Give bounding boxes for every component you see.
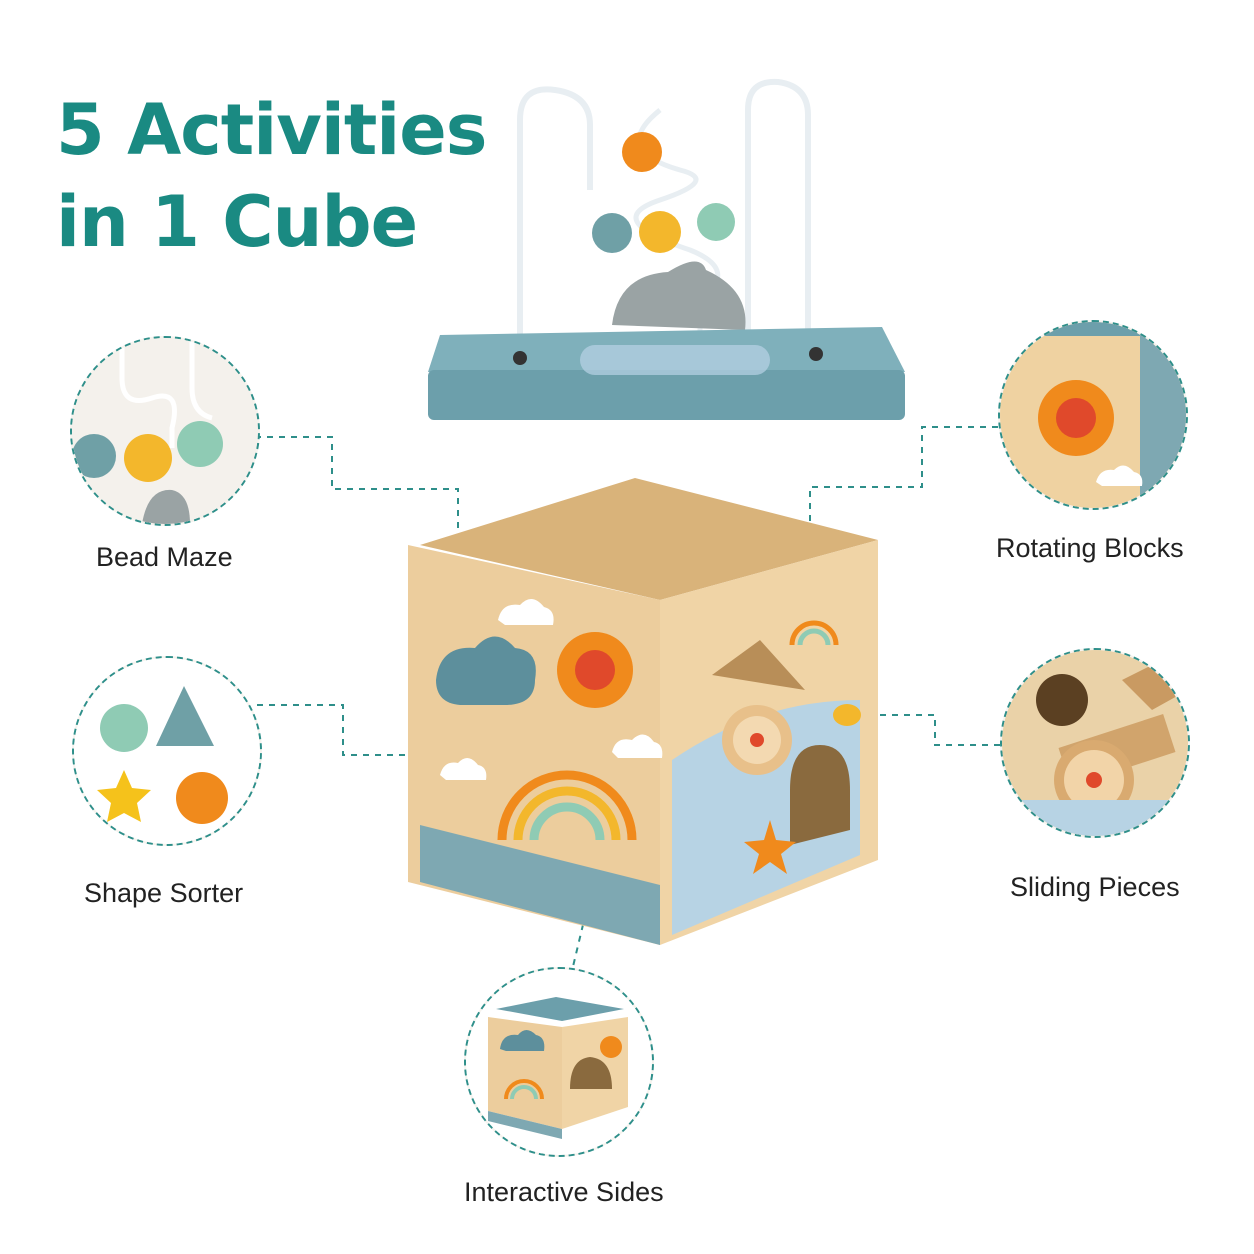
yellow-bead bbox=[639, 211, 681, 253]
teal-bead bbox=[592, 213, 632, 253]
sliding-pieces-closeup bbox=[1002, 650, 1188, 836]
starfish bbox=[744, 820, 796, 874]
orange-bead bbox=[622, 132, 662, 172]
rainbow-slider bbox=[497, 770, 637, 841]
headline: 5 Activities in 1 Cube bbox=[56, 84, 487, 268]
headline-line-1: 5 Activities bbox=[56, 89, 487, 171]
shape-sorter-closeup bbox=[74, 658, 260, 844]
sliding-pieces-label: Sliding Pieces bbox=[1010, 872, 1180, 902]
interactive-sides-closeup bbox=[466, 969, 652, 1155]
rotating-blocks-label: Rotating Blocks bbox=[996, 533, 1184, 563]
bead-maze-label: Bead Maze bbox=[96, 542, 233, 572]
shape-sorter-callout bbox=[72, 656, 262, 846]
shape-sorter-label: Shape Sorter bbox=[84, 878, 244, 908]
bead-maze-closeup bbox=[72, 338, 258, 524]
interactive-sides-callout bbox=[464, 967, 654, 1157]
connector-lines bbox=[255, 426, 1000, 1001]
headline-line-2: in 1 Cube bbox=[56, 181, 418, 263]
bead-maze-lid bbox=[428, 78, 905, 420]
rotating-blocks-closeup bbox=[1000, 322, 1186, 508]
mint-bead bbox=[697, 203, 735, 241]
bead-maze-callout bbox=[70, 336, 260, 526]
interactive-sides-label: Interactive Sides bbox=[464, 1177, 664, 1207]
sliding-pieces-callout bbox=[1000, 648, 1190, 838]
wooden-cube bbox=[408, 478, 878, 945]
whale-figure bbox=[612, 261, 746, 330]
cloud-block bbox=[436, 636, 536, 705]
rotating-blocks-callout bbox=[998, 320, 1188, 510]
